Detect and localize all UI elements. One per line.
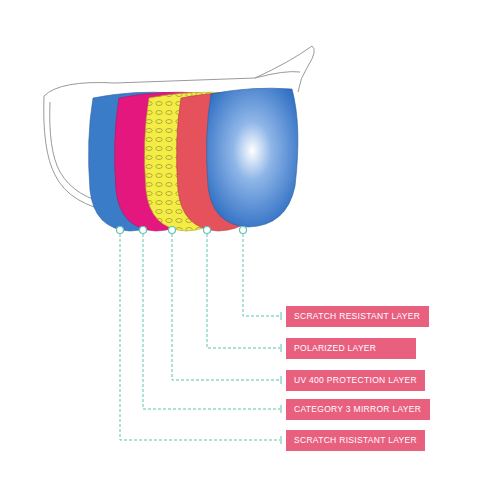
scratch-layer-front — [207, 88, 298, 227]
leader-dots — [117, 227, 247, 234]
layer-label: SCRATCH RISISTANT LAYER — [294, 436, 417, 445]
layer-label-box: SCRATCH RESISTANT LAYER — [286, 306, 429, 327]
layer-label: POLARIZED LAYER — [294, 344, 376, 353]
layer-label-box: UV 400 PROTECTION LAYER — [286, 370, 425, 391]
leader-lines — [120, 234, 280, 440]
layer-label-box: POLARIZED LAYER — [286, 338, 416, 359]
lens-layers — [89, 88, 298, 231]
layer-label: SCRATCH RESISTANT LAYER — [294, 312, 420, 321]
layer-label-box: SCRATCH RISISTANT LAYER — [286, 430, 425, 451]
layer-label-box: CATEGORY 3 MIRROR LAYER — [286, 399, 430, 420]
leader-ticks — [281, 312, 282, 444]
layer-label: CATEGORY 3 MIRROR LAYER — [294, 405, 421, 414]
layer-label: UV 400 PROTECTION LAYER — [294, 376, 417, 385]
